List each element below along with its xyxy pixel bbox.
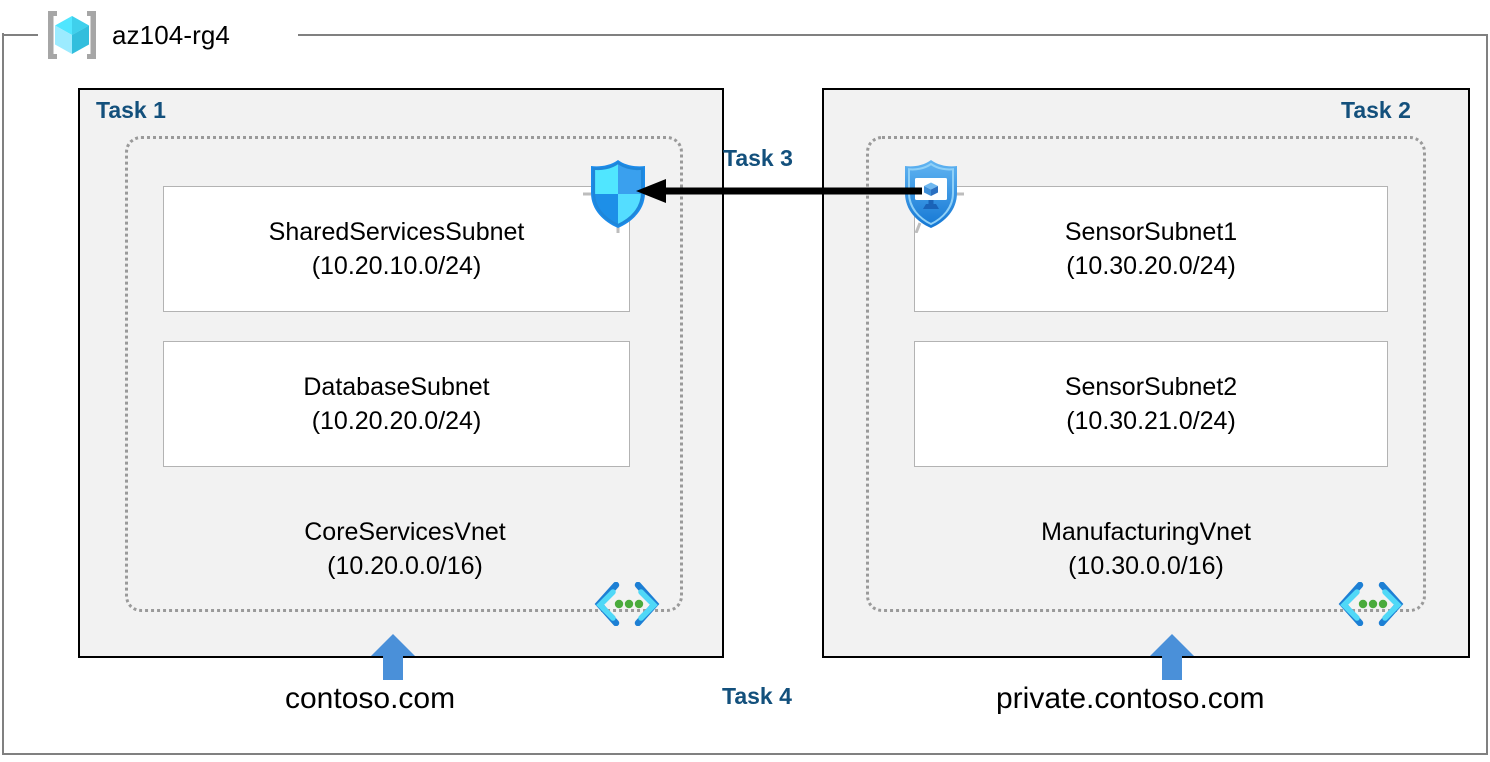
vnet-cidr: (10.20.0.0/16) [327, 552, 483, 580]
manufacturing-vnet-boundary [866, 136, 1426, 612]
subnet-sharedservicessubnet: SharedServicesSubnet (10.20.10.0/24) [163, 186, 630, 312]
subnet-sensorsubnet1: SensorSubnet1 (10.30.20.0/24) [914, 186, 1388, 312]
vnet-name: ManufacturingVnet [1041, 518, 1251, 546]
resource-group-border-top-left [2, 34, 38, 36]
dns-zone-private-contoso-com: private.contoso.com [996, 682, 1265, 715]
core-services-vnet-caption: CoreServicesVnet (10.20.0.0/16) [145, 515, 665, 583]
task3-label: Task 3 [723, 145, 793, 171]
subnet-cidr: (10.20.20.0/24) [311, 407, 482, 435]
subnet-sensorsubnet2: SensorSubnet2 (10.30.21.0/24) [914, 341, 1388, 467]
peering-arrow-icon [636, 178, 922, 204]
subnet-name: SensorSubnet2 [1064, 373, 1238, 401]
task2-label: Task 2 [1341, 97, 1411, 123]
manufacturing-vnet-caption: ManufacturingVnet (10.30.0.0/16) [886, 515, 1406, 583]
subnet-databasesubnet: DatabaseSubnet (10.20.20.0/24) [163, 341, 630, 467]
vnet-name: CoreServicesVnet [304, 518, 506, 546]
resource-group-header: az104-rg4 [44, 8, 230, 62]
subnet-name: SensorSubnet1 [1064, 218, 1238, 246]
virtual-network-icon [594, 581, 660, 627]
firewall-shield-icon [583, 157, 653, 233]
subnet-cidr: (10.30.21.0/24) [1066, 407, 1236, 435]
subnet-cidr: (10.30.20.0/24) [1066, 252, 1236, 280]
task1-label: Task 1 [96, 97, 166, 123]
subnet-name: SharedServicesSubnet [268, 218, 525, 246]
vnet-cidr: (10.30.0.0/16) [1068, 552, 1224, 580]
resource-group-border-top-right [298, 34, 1488, 36]
subnet-cidr: (10.20.10.0/24) [311, 252, 482, 280]
task4-label: Task 4 [722, 683, 792, 709]
core-services-vnet-boundary [125, 136, 683, 612]
resource-group-border-bottom [2, 753, 1488, 755]
dns-link-arrow-icon [371, 634, 415, 680]
subnet-name: DatabaseSubnet [303, 373, 490, 401]
resource-group-border-right [1486, 36, 1488, 755]
resource-group-name: az104-rg4 [112, 19, 230, 50]
resource-group-icon [44, 8, 100, 62]
dns-link-arrow-icon [1150, 634, 1194, 680]
virtual-network-icon [1338, 581, 1404, 627]
protected-virtual-machine-icon [898, 157, 964, 234]
dns-zone-contoso-com: contoso.com [285, 682, 456, 715]
resource-group-border-left [2, 33, 4, 755]
